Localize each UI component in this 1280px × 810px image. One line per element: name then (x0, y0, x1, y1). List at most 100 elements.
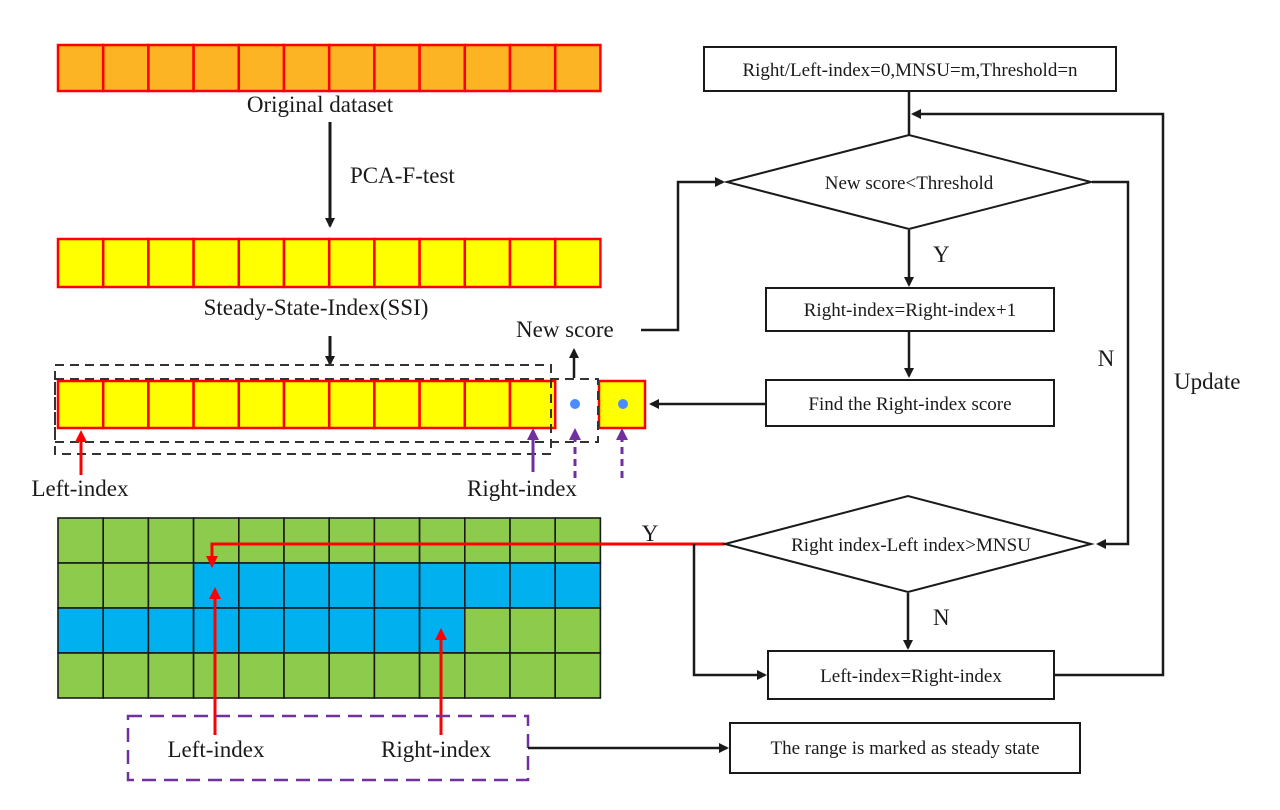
steady-cell (463, 562, 511, 609)
increment-right-text: Right-index=Right-index+1 (804, 300, 1016, 321)
steady-cell (147, 607, 195, 654)
original-dataset-row (56, 43, 602, 93)
unsteady-cell (463, 652, 511, 699)
pca-f-test-label: PCA-F-test (350, 163, 455, 188)
candidate-dot-2 (618, 399, 628, 409)
unsteady-cell (328, 517, 376, 564)
right-index-label-bottom: Right-index (381, 737, 491, 762)
ssi-cell (373, 237, 421, 289)
window-dashed-box-outer (54, 364, 552, 455)
window-row (56, 379, 557, 430)
steady-cell (283, 607, 331, 654)
ssi-label: Steady-State-Index(SSI) (204, 295, 429, 320)
ssi-cell (418, 237, 467, 289)
unsteady-cell (554, 517, 602, 564)
original-dataset-cell (508, 43, 557, 93)
original-dataset-cell (282, 43, 331, 93)
window-cell (237, 379, 286, 430)
unsteady-cell (283, 652, 331, 699)
unsteady-cell (418, 517, 466, 564)
window-cell (463, 379, 512, 430)
right-index-label-top: Right-index (467, 476, 577, 501)
ssi-cell (147, 237, 195, 289)
steady-cell (373, 562, 421, 609)
original-dataset-cell (373, 43, 421, 93)
unsteady-cell (373, 652, 421, 699)
mnsu-yes-red-arrow (206, 542, 725, 568)
no-label-threshold: N (1098, 346, 1115, 371)
original-dataset-label: Original dataset (247, 92, 394, 117)
steady-cell (328, 562, 376, 609)
threshold-decision (723, 133, 1095, 231)
steady-state-grid (57, 517, 602, 699)
steady-cell (509, 562, 557, 609)
window-cell (418, 379, 467, 430)
ssi-cell (101, 237, 150, 289)
unsteady-cell (147, 562, 195, 609)
window-cell (282, 379, 331, 430)
ssi-cell (282, 237, 331, 289)
update-loop-arrow (911, 109, 1165, 677)
steady-cell (283, 562, 331, 609)
unsteady-cell (463, 607, 511, 654)
original-dataset-cell (553, 43, 602, 93)
steady-cell (554, 562, 602, 609)
steady-cell (418, 562, 466, 609)
unsteady-cell (147, 652, 195, 699)
unsteady-cell (57, 562, 105, 609)
set-left-text: Left-index=Right-index (820, 666, 1002, 687)
ssi-row (56, 237, 602, 289)
find-score-text: Find the Right-index score (808, 394, 1011, 415)
window-cell (373, 379, 421, 430)
original-dataset-cell (327, 43, 376, 93)
update-label: Update (1174, 369, 1240, 394)
ssi-cell (327, 237, 376, 289)
unsteady-cell (102, 562, 150, 609)
yes-label-mnsu: Y (642, 521, 659, 546)
unsteady-cell (373, 517, 421, 564)
steady-mark-box (729, 722, 1081, 774)
original-dataset-cell (418, 43, 467, 93)
init-box (703, 46, 1117, 92)
original-dataset-cell (147, 43, 195, 93)
steady-cell (57, 607, 105, 654)
steady-mark-text: The range is marked as steady state (770, 738, 1039, 759)
window-cell (508, 379, 557, 430)
original-dataset-cell (56, 43, 105, 93)
left-index-label-bottom: Left-index (167, 737, 265, 762)
unsteady-cell (238, 517, 285, 564)
steady-cell (373, 607, 421, 654)
steady-cell (238, 562, 285, 609)
unsteady-cell (57, 652, 105, 699)
unsteady-cell (328, 652, 376, 699)
increment-right-box (765, 287, 1055, 332)
new-score-to-decision-arrow (641, 177, 725, 332)
unsteady-cell (509, 607, 557, 654)
ssi-cell (553, 237, 602, 289)
window-cell (147, 379, 195, 430)
window-dashed-box-inner (54, 378, 599, 443)
unsteady-cell (283, 517, 331, 564)
unsteady-cell (509, 517, 557, 564)
mnsu-decision-text: Right index-Left index>MNSU (791, 535, 1031, 556)
window-cell (327, 379, 376, 430)
unsteady-cell (57, 517, 105, 564)
new-score-label: New score (516, 317, 614, 342)
unsteady-cell (554, 652, 602, 699)
left-index-label-top: Left-index (31, 476, 129, 501)
unsteady-cell (102, 652, 150, 699)
find-score-box (765, 379, 1055, 427)
original-dataset-cell (192, 43, 241, 93)
no-label-mnsu: N (933, 605, 950, 630)
unsteady-cell (102, 517, 150, 564)
threshold-no-arrow (1092, 180, 1130, 549)
steady-cell (328, 607, 376, 654)
original-dataset-cell (463, 43, 512, 93)
candidate-dot-1 (570, 399, 580, 409)
ssi-cell (192, 237, 241, 289)
yes-label-threshold: Y (933, 242, 950, 267)
unsteady-cell (554, 607, 602, 654)
init-text: Right/Left-index=0,MNSU=m,Threshold=n (742, 60, 1078, 81)
window-cell (192, 379, 241, 430)
